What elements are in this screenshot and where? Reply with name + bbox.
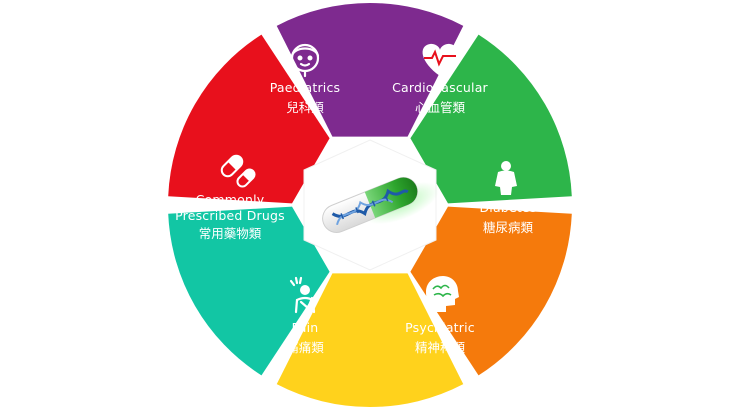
label-en: Diabetes: [479, 200, 537, 215]
segment-label-cardiovascular: Cardiovascular 心血管類: [365, 80, 515, 116]
pain-person-icon: [289, 276, 316, 314]
label-zh: 常用藥物類: [198, 226, 262, 241]
label-zh: 糖尿病類: [482, 220, 533, 235]
child-face-icon: [290, 43, 320, 78]
segment-label-paediatrics: Paediatrics 兒科類: [230, 80, 380, 116]
label-en: Cardiovascular: [392, 80, 488, 95]
person-silhouette-icon: [495, 161, 517, 195]
segment-label-common: Commonly Prescribed Drugs 常用藥物類: [160, 192, 300, 242]
label-zh: 兒科類: [286, 100, 324, 115]
segment-label-diabetes: Diabetes 糖尿病類: [433, 200, 583, 236]
heart-pulse-icon: [422, 43, 458, 76]
segment-label-psychiatric: Psychiatric 精神科類: [365, 320, 515, 356]
segment-label-pain: Pain 痛痛類: [230, 320, 380, 356]
segment-pain: [410, 206, 572, 376]
label-en: Paediatrics: [269, 80, 341, 95]
label-zh: 精神科類: [414, 340, 465, 355]
segment-psychiatric: [410, 34, 572, 204]
label-en: Psychiatric: [405, 320, 475, 335]
segment-common: [276, 273, 464, 407]
brain-head-icon: [426, 276, 459, 312]
label-en: Commonly Prescribed Drugs: [175, 192, 285, 223]
pill-capsules-icon: [220, 154, 256, 188]
segment-cardiovascular: [168, 34, 330, 204]
label-zh: 痛痛類: [286, 340, 324, 355]
label-zh: 心血管類: [414, 100, 465, 115]
segment-paediatrics: [168, 206, 330, 376]
label-en: Pain: [291, 320, 319, 335]
segment-diabetes: [276, 3, 464, 137]
dna-capsule-icon: [322, 177, 440, 233]
